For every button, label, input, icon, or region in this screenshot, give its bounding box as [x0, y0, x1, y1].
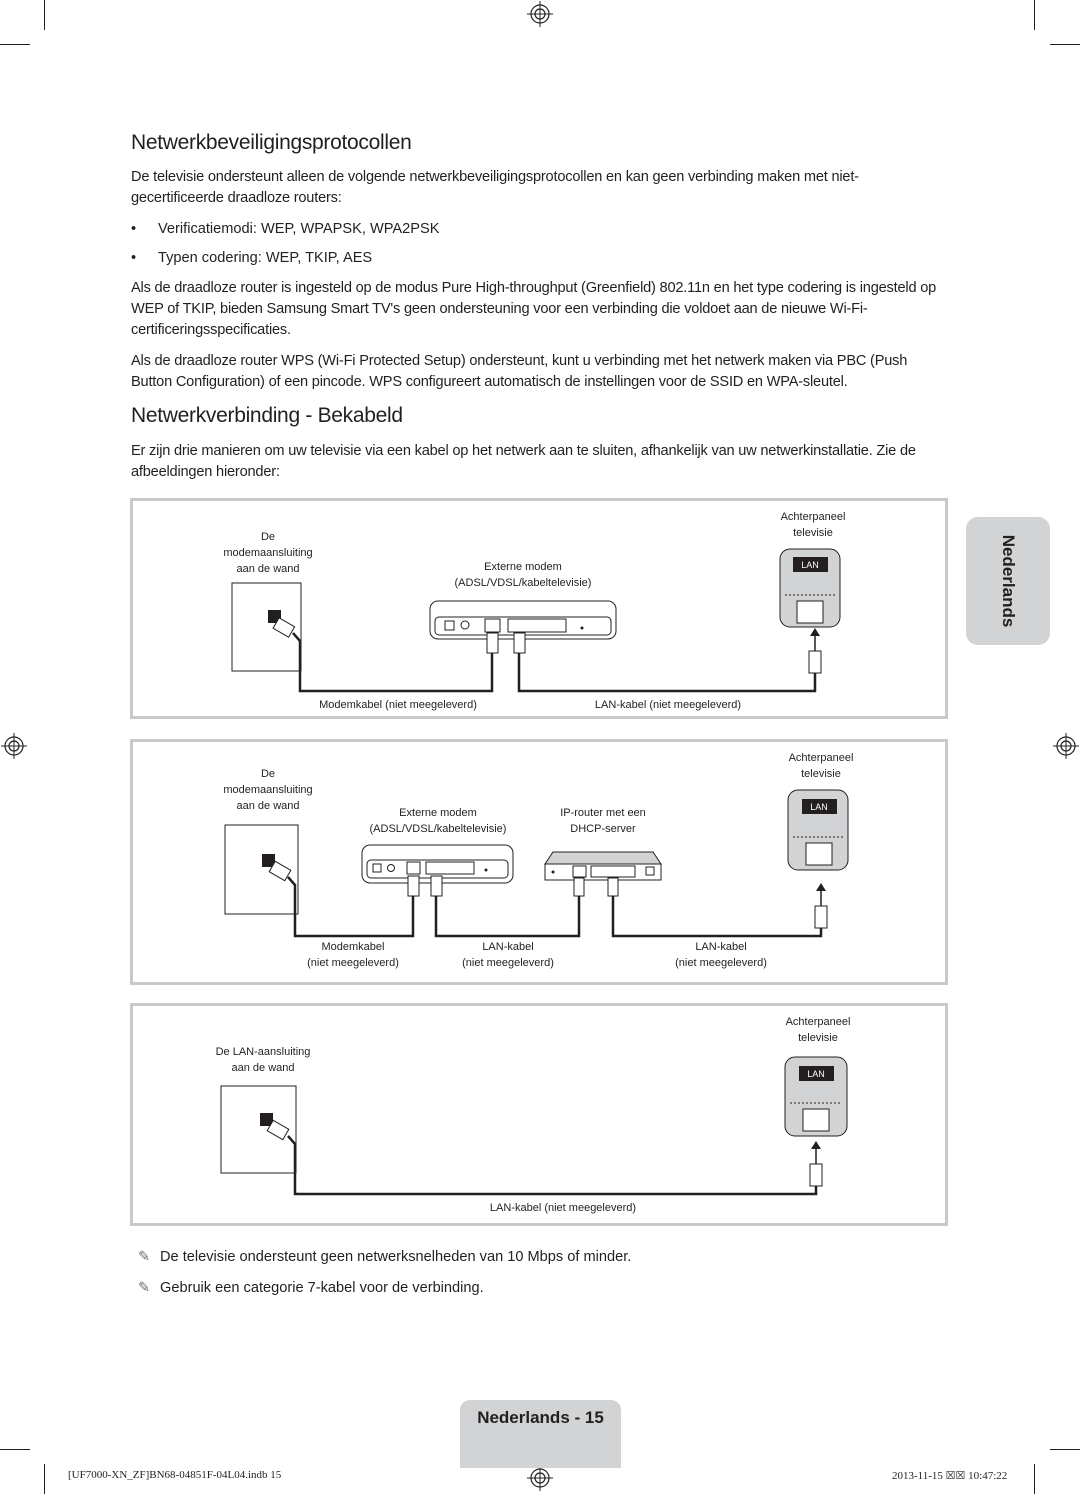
wall-outlet-label: De LAN-aansluiting aan de wand	[215, 1046, 311, 1074]
registration-mark-icon	[527, 1, 553, 27]
crop-mark	[44, 1464, 45, 1494]
cable-label: LAN-kabel (niet meegeleverd)	[489, 1202, 637, 1214]
paragraph: Als de draadloze router WPS (Wi-Fi Prote…	[131, 353, 908, 390]
cable-label: LAN-kabel (niet meegeleverd)	[675, 941, 767, 969]
crop-mark	[1034, 1464, 1035, 1494]
cable-label: Modemkabel (niet meegeleverd)	[307, 941, 399, 969]
wall-socket-icon	[262, 854, 275, 867]
modem-label: Externe modem (ADSL/VDSL/kabeltelevisie)	[369, 807, 507, 835]
note-text: Gebruik een categorie 7-kabel voor de ve…	[160, 1280, 484, 1296]
diagram-drawing: LAN	[224, 789, 849, 938]
note-item: ✎ De televisie ondersteunt geen netwerksn…	[138, 1247, 631, 1268]
modem-label: Externe modem (ADSL/VDSL/kabeltelevisie)	[454, 561, 592, 589]
diagram-modem-direct: LAN De modemaansluiting aan de wand Exte…	[130, 498, 948, 719]
note-item: ✎ Gebruik een categorie 7-kabel voor de v…	[138, 1278, 484, 1299]
lan-port-icon: LAN	[807, 1069, 825, 1079]
crop-mark	[0, 44, 30, 45]
bullet-item: • Verificatiemodi: WEP, WPAPSK, WPA2PSK	[131, 219, 439, 240]
note-text: De televisie ondersteunt geen netwerksne…	[160, 1249, 632, 1265]
registration-mark-icon	[527, 1465, 553, 1491]
tv-label: Achterpaneel televisie	[785, 1016, 851, 1044]
cable-label: LAN-kabel (niet meegeleverd)	[462, 941, 554, 969]
crop-mark	[44, 0, 45, 30]
diagram-lan-wall: LAN De LAN-aansluiting aan de wand Achte…	[130, 1003, 948, 1226]
crop-mark	[1034, 0, 1035, 30]
footer-timestamp: 2013-11-15 ☒☒ 10:47:22	[892, 1470, 1008, 1482]
footer-file-info: [UF7000-XN_ZF]BN68-04851F-04L04.indb 15	[68, 1469, 282, 1481]
bullet-text: Verificatiemodi: WEP, WPAPSK, WPA2PSK	[158, 221, 440, 237]
pencil-note-icon: ✎	[138, 1249, 151, 1265]
diagram-drawing: LAN	[231, 548, 841, 693]
cable-label: Modemkabel (niet meegeleverd)	[319, 699, 477, 711]
wall-socket-icon	[260, 1113, 273, 1126]
section-heading: Netwerkbeveiligingsprotocollen	[131, 131, 412, 154]
wall-outlet-label: De modemaansluiting aan de wand	[223, 531, 313, 575]
side-tab-label: Nederlands	[999, 534, 1018, 628]
bullet-icon: •	[131, 250, 137, 266]
bullet-item: • Typen codering: WEP, TKIP, AES	[131, 248, 372, 269]
paragraph: Er zijn drie manieren om uw televisie vi…	[131, 443, 916, 480]
tv-label: Achterpaneel televisie	[780, 511, 846, 539]
diagram-modem-router: LAN De modemaansluiting aan de wand Exte…	[130, 739, 948, 985]
crop-mark	[0, 1449, 30, 1450]
registration-mark-icon	[1053, 733, 1079, 759]
bullet-icon: •	[131, 221, 137, 237]
page-number-label: Nederlands - 15	[477, 1408, 604, 1427]
paragraph: De televisie ondersteunt alleen de volge…	[131, 169, 859, 206]
router-label: IP-router met een DHCP-server	[560, 807, 646, 835]
registration-mark-icon	[1, 733, 27, 759]
crop-mark	[1050, 1449, 1080, 1450]
page-number-tab: Nederlands - 15	[460, 1400, 621, 1468]
tv-label: Achterpaneel televisie	[788, 752, 854, 780]
pencil-note-icon: ✎	[138, 1280, 151, 1296]
cable-label: LAN-kabel (niet meegeleverd)	[594, 699, 742, 711]
lan-port-icon: LAN	[810, 802, 828, 812]
bullet-text: Typen codering: WEP, TKIP, AES	[158, 250, 373, 266]
section-heading: Netwerkverbinding - Bekabeld	[131, 404, 403, 427]
diagram-drawing: LAN	[220, 1056, 848, 1196]
paragraph: Als de draadloze router is ingesteld op …	[131, 280, 937, 338]
crop-mark	[1050, 44, 1080, 45]
router-icon	[544, 851, 662, 865]
lan-port-icon: LAN	[801, 560, 819, 570]
wall-outlet-label: De modemaansluiting aan de wand	[223, 768, 313, 812]
language-side-tab: Nederlands	[966, 517, 1050, 645]
